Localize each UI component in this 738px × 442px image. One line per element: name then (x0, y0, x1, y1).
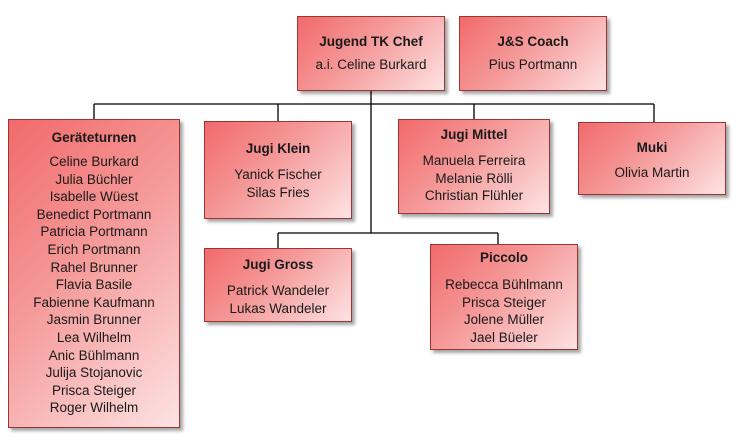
group-title: Piccolo (479, 250, 528, 265)
group-box-jugi-mittel: Jugi Mittel Manuela Ferreira Melanie Röl… (398, 119, 550, 214)
group-box-jugi-klein: Jugi Klein Yanick Fischer Silas Fries (204, 121, 352, 219)
member-name: Erich Portmann (47, 241, 141, 257)
member-name: Jasmin Brunner (46, 312, 142, 328)
member-name: Prisca Steiger (51, 382, 137, 398)
member-list: Olivia Martin (579, 164, 725, 182)
member-name: Manuela Ferreira (422, 153, 526, 168)
member-list: Manuela Ferreira Melanie Rölli Christian… (399, 152, 549, 205)
member-name: Lukas Wandeler (229, 300, 327, 316)
group-box-geraeteturnen: Geräteturnen Celine Burkard Julia Büchle… (8, 119, 180, 428)
member-name: Olivia Martin (614, 165, 690, 180)
group-box-jugi-gross: Jugi Gross Patrick Wandeler Lukas Wandel… (204, 248, 352, 322)
member-name: Isabelle Wüest (49, 189, 139, 205)
chef-name: a.i. Celine Burkard (315, 57, 427, 72)
member-name: Prisca Steiger (461, 294, 547, 310)
group-box-muki: Muki Olivia Martin (578, 122, 726, 195)
member-name: Patrick Wandeler (226, 283, 330, 298)
member-name: Roger Wilhelm (49, 400, 139, 416)
member-name: Rebecca Bühlmann (445, 277, 563, 292)
member-list: Patrick Wandeler Lukas Wandeler (205, 282, 351, 317)
member-name: Patricia Portmann (40, 224, 148, 240)
group-title: Muki (636, 140, 668, 155)
group-title: Jugi Mittel (440, 127, 508, 142)
member-name: Celine Burkard (49, 154, 139, 169)
group-title: Jugi Gross (242, 257, 314, 272)
member-list: Celine Burkard Julia Büchler Isabelle Wü… (9, 153, 179, 417)
coach-title: J&S Coach (497, 34, 569, 49)
member-name: Jael Büeler (470, 329, 538, 345)
chef-box: Jugend TK Chef a.i. Celine Burkard (297, 16, 445, 91)
member-name: Melanie Rölli (435, 170, 513, 186)
member-name: Fabienne Kaufmann (33, 294, 155, 310)
chef-title: Jugend TK Chef (319, 34, 423, 49)
group-title: Geräteturnen (51, 130, 137, 145)
member-list: Rebecca Bühlmann Prisca Steiger Jolene M… (431, 276, 577, 346)
member-name: Julia Büchler (55, 171, 133, 187)
member-name: Benedict Portmann (36, 206, 152, 222)
coach-name: Pius Portmann (488, 57, 578, 72)
member-name: Lea Wilhelm (56, 329, 132, 345)
member-name: Rahel Brunner (50, 259, 138, 275)
member-name: Christian Flühler (424, 188, 524, 204)
group-box-piccolo: Piccolo Rebecca Bühlmann Prisca Steiger … (430, 244, 578, 350)
coach-box: J&S Coach Pius Portmann (459, 16, 607, 91)
member-name: Silas Fries (246, 184, 310, 200)
member-name: Flavia Basile (55, 277, 133, 293)
member-list: Yanick Fischer Silas Fries (205, 166, 351, 201)
member-name: Anic Bühlmann (48, 347, 140, 363)
member-name: Jolene Müller (463, 312, 545, 328)
member-name: Julija Stojanovic (45, 365, 143, 381)
group-title: Jugi Klein (245, 141, 311, 156)
member-name: Yanick Fischer (234, 167, 322, 182)
